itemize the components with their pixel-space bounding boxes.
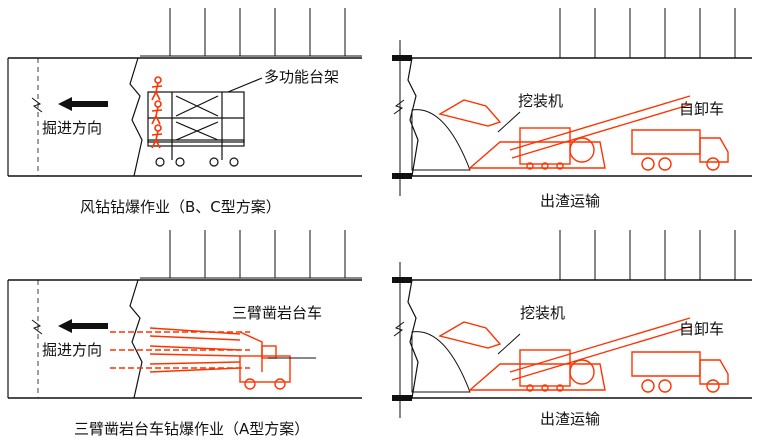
direction-arrow-icon <box>58 319 108 333</box>
dump-truck-icon <box>631 351 729 393</box>
drill-jumbo-icon <box>110 327 291 390</box>
loader-icon <box>438 95 693 170</box>
equipment-label: 三臂凿岩台车 <box>232 304 322 322</box>
loader-label: 挖装机 <box>518 92 563 110</box>
truck-label: 自卸车 <box>679 320 724 338</box>
panel-bottom-left <box>7 230 363 399</box>
loader-icon <box>438 317 693 392</box>
panel-caption: 出渣运输 <box>540 410 600 428</box>
panel-top-right: 挖装机 自卸车 出渣运输 <box>391 8 753 210</box>
loader-label: 挖装机 <box>520 304 565 322</box>
equipment-label: 多功能台架 <box>264 68 339 86</box>
panel-bottom-right <box>391 230 753 419</box>
panel-caption: 三臂凿岩台车钻爆作业（A型方案） <box>74 420 309 438</box>
multifunction-platform-icon <box>147 77 263 167</box>
panel-caption: 风钻钻爆作业（B、C型方案） <box>80 198 281 216</box>
panel-top-left: 掘进方向 多功能台架 风钻钻爆作业（B、C型方案） <box>7 8 363 216</box>
direction-label: 掘进方向 <box>42 119 102 137</box>
worker-icon <box>151 76 163 149</box>
direction-label: 掘进方向 <box>42 341 102 359</box>
dump-truck-icon <box>631 129 729 171</box>
truck-label: 自卸车 <box>679 100 724 118</box>
direction-arrow-icon <box>58 97 108 111</box>
panel-caption: 出渣运输 <box>540 192 600 210</box>
